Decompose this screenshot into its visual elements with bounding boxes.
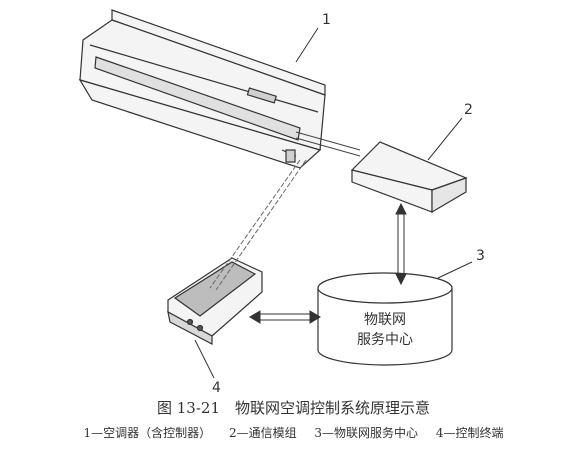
server-label-line1: 物联网 <box>364 312 406 328</box>
server-label-line2: 服务中心 <box>357 332 413 348</box>
wireless-link-ac-phone <box>209 159 307 291</box>
communication-module <box>350 141 468 214</box>
air-conditioner-unit <box>78 9 326 169</box>
module-server-arrow <box>395 202 407 286</box>
phone-server-arrow <box>249 310 321 324</box>
callout-1: 1 <box>322 12 331 28</box>
callout-4: 4 <box>212 380 221 396</box>
callout-2: 2 <box>464 102 473 118</box>
legend-item-terminal: 4—控制终端 <box>435 426 504 440</box>
legend-item-server: 3—物联网服务中心 <box>314 426 419 440</box>
control-terminal-phone <box>167 257 263 345</box>
callout-3: 3 <box>476 248 485 264</box>
legend-item-module: 2—通信模组 <box>228 426 297 440</box>
figure-caption: 图 13-21 物联网空调控制系统原理示意 <box>156 399 430 417</box>
legend-item-ac: 1—空调器（含控制器） <box>83 426 212 440</box>
callout-leaders <box>194 27 473 379</box>
figure-legend: 1—空调器（含控制器） 2—通信模组 3—物联网服务中心 4—控制终端 <box>0 424 587 441</box>
iot-server-cylinder <box>317 272 453 366</box>
wireless-link-ac-module <box>295 131 361 157</box>
